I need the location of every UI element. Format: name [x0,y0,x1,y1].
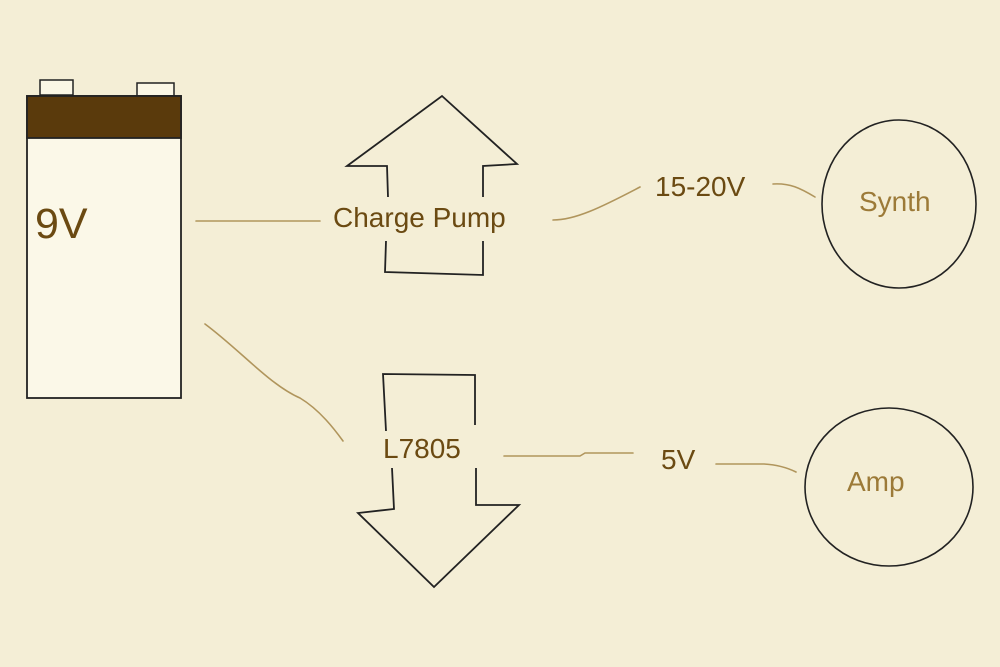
battery-terminal-right [136,82,175,97]
charge-pump-label: Charge Pump [333,202,506,233]
battery-voltage-label: 9V [35,200,88,248]
amp-label: Amp [847,466,905,497]
synth-label: Synth [859,186,931,217]
arrow-down-icon [356,373,522,589]
wire-15-20v-to-synth [772,183,816,198]
amp-circle [804,407,974,567]
battery-body [26,95,182,399]
wire-5v-to-amp [715,463,797,473]
wire-battery-to-l7805 [204,323,344,442]
wire-l7805-to-5v [503,452,634,457]
lower-voltage-label: 5V [661,444,696,475]
arrow-up-icon [344,94,520,276]
synth-circle [821,119,977,289]
l7805-label: L7805 [383,433,461,464]
battery-cap [26,95,182,139]
upper-voltage-label: 15-20V [655,171,746,202]
battery-terminal-left [39,79,74,96]
battery [26,79,182,399]
wire-charge-pump-to-15-20v [552,186,641,221]
